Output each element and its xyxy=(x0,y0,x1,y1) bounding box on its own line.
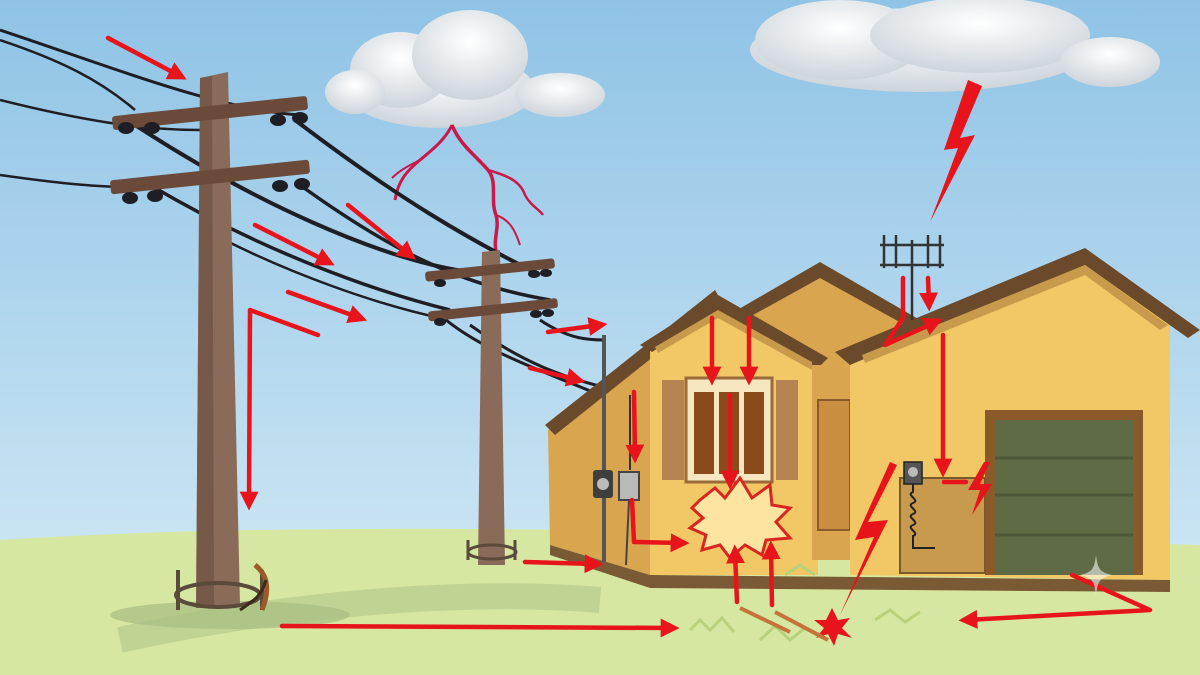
house xyxy=(545,248,1200,592)
utility-pole-icon xyxy=(110,72,310,610)
lightning-bolt-icon xyxy=(968,462,992,515)
garage-wing-roof xyxy=(835,248,1200,365)
front-door xyxy=(817,399,851,531)
antenna-icon xyxy=(880,235,944,320)
left-shutter xyxy=(662,380,684,480)
cloud-icon xyxy=(325,10,605,128)
ground-shadow xyxy=(117,583,602,653)
lightning-strike-far-pole xyxy=(391,124,545,256)
cloud-icon xyxy=(750,0,1160,92)
house-left-side-wall xyxy=(548,345,650,575)
cloud-left xyxy=(325,10,605,128)
surge-burst-icon xyxy=(687,475,794,561)
grass-tufts xyxy=(688,563,921,642)
utility-pole-far xyxy=(425,250,558,565)
garage-door-icon xyxy=(985,410,1143,575)
cloud-right xyxy=(750,0,1160,92)
ground-rods-house xyxy=(739,606,829,642)
utility-pole-icon xyxy=(425,250,558,565)
foundation xyxy=(550,545,1170,592)
surge-arrows xyxy=(105,35,1153,638)
surge-device-icon xyxy=(903,461,935,549)
right-shutter xyxy=(776,380,798,480)
breaker-panel-icon xyxy=(618,471,640,566)
utility-pole-near xyxy=(110,72,310,612)
spark-icon xyxy=(814,608,852,646)
sparkle-watermark xyxy=(1080,555,1112,595)
electric-meter-icon xyxy=(593,470,613,498)
ground-rod-icon xyxy=(239,563,270,612)
lightning-bolt-icon xyxy=(930,80,982,222)
